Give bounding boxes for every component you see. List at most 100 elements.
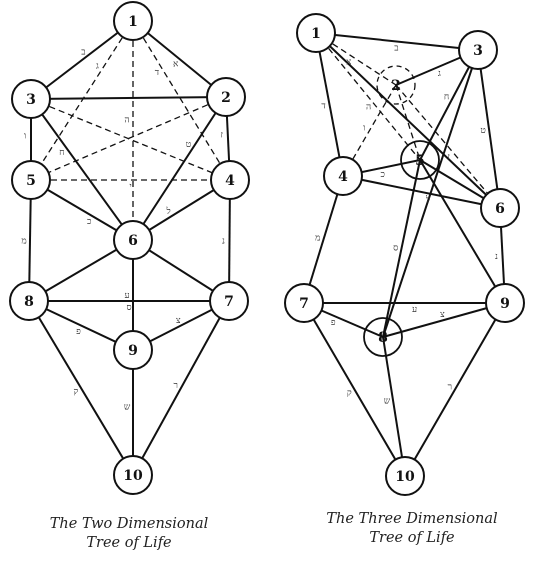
tree3d-sephirah-3-label: 3 bbox=[473, 43, 483, 59]
tree2d-sephirah-8-circle bbox=[9, 281, 49, 321]
tree3d-path-letter: נ bbox=[495, 252, 498, 262]
tree2d-sephirah-6: 6 bbox=[113, 220, 153, 260]
tree3d-path-letter: י bbox=[428, 173, 430, 183]
tree3d-sephirah-7-label: 7 bbox=[299, 296, 309, 312]
caption-three-dimensional: The Three Dimensional Tree of Life bbox=[302, 510, 522, 548]
tree3d-path-letter: ח bbox=[444, 93, 449, 103]
tree3d-path-2-6 bbox=[395, 84, 501, 209]
tree3d-path-letter: ב bbox=[394, 43, 398, 53]
tree3d-path-letter: ד bbox=[321, 102, 325, 112]
tree3d-path-9-10 bbox=[404, 302, 506, 477]
tree3d-path-2-5 bbox=[395, 84, 421, 161]
tree2d-path-1-2 bbox=[132, 20, 227, 98]
tree2d-path-3-4 bbox=[30, 98, 231, 181]
tree3d-path-letter: ס bbox=[393, 243, 398, 253]
tree2d-sephirah-2-circle bbox=[206, 77, 246, 117]
tree2d-path-letter: ג bbox=[96, 61, 99, 71]
tree2d-path-letter: ד bbox=[155, 68, 159, 78]
caption-three-dimensional-line2: Tree of Life bbox=[369, 530, 455, 546]
tree3d-paths bbox=[303, 32, 506, 477]
tree2d-path-letter: ע bbox=[124, 291, 129, 301]
tree3d-sephirah-9: 9 bbox=[485, 283, 525, 323]
tree2d-sephirah-9-label: 9 bbox=[128, 343, 138, 359]
tree3d-sephirah-5-circle bbox=[400, 140, 440, 180]
tree3d-path-5-9 bbox=[419, 159, 506, 304]
tree2d-path-2-6 bbox=[132, 96, 227, 241]
tree2d-path-letter: ר bbox=[174, 381, 178, 391]
tree3d-path-5-8 bbox=[382, 159, 421, 338]
tree3d-path-4-7 bbox=[303, 175, 344, 304]
tree2d-path-2-5 bbox=[30, 96, 227, 181]
tree3d-sephirah-7: 7 bbox=[284, 283, 324, 323]
tree2d-sephirah-4: 4 bbox=[210, 160, 250, 200]
tree2d-path-letter: ק bbox=[73, 387, 78, 397]
tree3d-sephirah-1: 1 bbox=[296, 13, 336, 53]
tree3d-path-letter: ל bbox=[425, 194, 430, 205]
tree2d-path-1-3 bbox=[30, 20, 134, 100]
tree3d-sephirah-5-label: 5 bbox=[415, 153, 425, 169]
tree2d-sephirah-1: 1 bbox=[113, 1, 153, 41]
tree3d-sephirah-6: 6 bbox=[480, 188, 520, 228]
tree2d-sephirah-4-label: 4 bbox=[225, 173, 235, 189]
tree3d-path-1-6 bbox=[315, 32, 501, 209]
tree2d-sephirah-7-label: 7 bbox=[224, 294, 234, 310]
tree3d-path-letter: א bbox=[346, 57, 352, 67]
tree2d-sephirah-5: 5 bbox=[11, 160, 51, 200]
tree2d-sephirah-10-label: 10 bbox=[123, 468, 143, 484]
tree2d-sephirah-7-circle bbox=[209, 281, 249, 321]
tree3d-path-1-3 bbox=[315, 32, 479, 51]
tree2d-path-letter: ח bbox=[59, 148, 64, 158]
tree2d-sephirah-3-circle bbox=[11, 79, 51, 119]
tree3d-path-letter: ר bbox=[448, 382, 452, 392]
tree2d-path-letter: ל bbox=[166, 206, 171, 217]
tree3d-sephirah-1-label: 1 bbox=[311, 26, 321, 42]
tree2d-sephirah-5-circle bbox=[11, 160, 51, 200]
tree2d-path-letter: פ bbox=[76, 327, 81, 337]
tree3d-sephirah-4-circle bbox=[323, 156, 363, 196]
tree2d-path-letter: ו bbox=[24, 131, 26, 141]
tree3d-path-letter: כ bbox=[381, 170, 385, 180]
caption-two-dimensional-line2: Tree of Life bbox=[86, 535, 172, 551]
tree3d-sephirah-3-circle bbox=[458, 30, 498, 70]
tree2d-path-3-6 bbox=[30, 98, 134, 241]
tree2d-path-letter: ס bbox=[126, 303, 131, 313]
tree2d-path-5-8 bbox=[28, 179, 32, 302]
tree2d-sephirah-8: 8 bbox=[9, 281, 49, 321]
tree2d-path-letter: כ bbox=[87, 217, 91, 227]
tree2d-sephirah-5-label: 5 bbox=[26, 173, 36, 189]
tree3d-sephirah-3: 3 bbox=[458, 30, 498, 70]
tree3d-path-3-6 bbox=[477, 49, 501, 209]
tree2d-sephirah-9: 9 bbox=[113, 330, 153, 370]
tree2d-path-letter: צ bbox=[176, 316, 181, 326]
tree2d-sephirah-3: 3 bbox=[11, 79, 51, 119]
tree3d-path-letter: פ bbox=[331, 318, 336, 328]
tree3d-sephirah-2: 2 bbox=[391, 78, 401, 94]
tree3d-path-1-4 bbox=[315, 32, 344, 177]
tree3d-sephirah-8-circle bbox=[363, 317, 403, 357]
tree2d-path-letter: י bbox=[129, 182, 131, 192]
tree3d-path-letter: מ bbox=[315, 234, 320, 244]
tree2d-sephirah-1-circle bbox=[113, 1, 153, 41]
tree2d-sephirah-1-label: 1 bbox=[128, 14, 138, 30]
tree3d-path-8-10 bbox=[382, 336, 406, 477]
caption-two-dimensional-line1: The Two Dimensional bbox=[49, 516, 209, 532]
tree3d-sephirah-7-circle bbox=[284, 283, 324, 323]
tree3d-hidden-sephirot bbox=[376, 65, 416, 105]
tree2d-path-letter: מ bbox=[21, 236, 26, 246]
tree3d-path-letter: ג bbox=[438, 69, 441, 79]
tree2d-sephirah-10: 10 bbox=[113, 455, 153, 495]
tree3d-sephirah-8: 8 bbox=[363, 317, 403, 357]
tree2d-sephirah-7: 7 bbox=[209, 281, 249, 321]
tree3d-path-7-10 bbox=[303, 302, 406, 477]
tree2d-sephirah-6-circle bbox=[113, 220, 153, 260]
tree3d-sephirah-1-circle bbox=[296, 13, 336, 53]
tree2d-sephirah-8-label: 8 bbox=[24, 294, 34, 310]
tree3d-path-letter: ק bbox=[347, 389, 352, 399]
